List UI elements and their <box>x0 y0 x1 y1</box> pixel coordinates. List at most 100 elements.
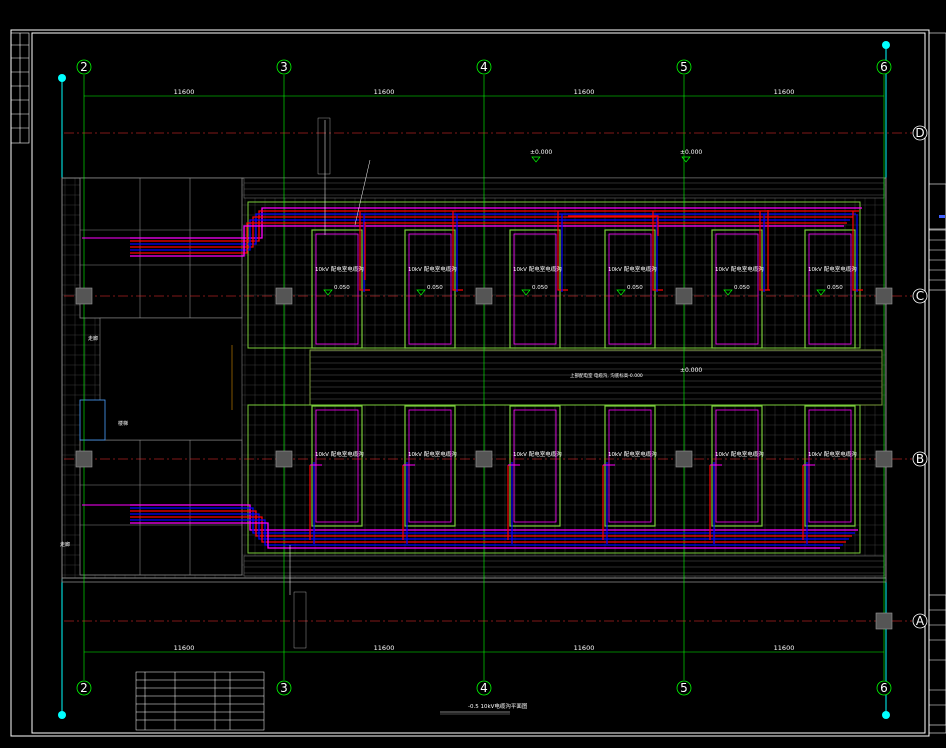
cable-upper-run <box>130 216 853 248</box>
trench-upper <box>408 233 452 345</box>
room-level-label: 0.050 <box>827 285 843 291</box>
sheet-inner-frame <box>31 32 926 734</box>
column-bubble-label: 5 <box>680 681 688 695</box>
level-triangle <box>816 289 826 296</box>
room-label-upper: 10kV 配电室电缆沟 <box>715 265 764 273</box>
structural-column <box>475 450 493 468</box>
room-lower <box>604 405 656 527</box>
cable-upper-run <box>130 219 850 251</box>
structural-column <box>875 450 893 468</box>
structural-column <box>875 612 893 630</box>
level-triangle <box>416 289 426 296</box>
left-binding-strip <box>10 32 30 144</box>
cable-drop-upper <box>852 211 863 291</box>
room-level-label: 0.050 <box>532 285 548 291</box>
column-bubble <box>476 680 492 696</box>
bay-dimension-top: 11600 <box>174 88 195 96</box>
room-label-upper: 10kV 配电室电缆沟 <box>808 265 857 273</box>
row-bubble-label: C <box>916 289 924 303</box>
row-bubble-label: B <box>916 452 924 466</box>
column-bubble <box>276 680 292 696</box>
room-level-label: 0.050 <box>427 285 443 291</box>
column-bubble-label: 3 <box>280 60 288 74</box>
row-bubble <box>912 451 928 467</box>
bay-dimension-top: 11600 <box>574 88 595 96</box>
left-label-1: 走廊 <box>88 335 98 342</box>
level-triangle <box>616 289 626 296</box>
level-triangle <box>323 289 333 296</box>
bay-dimension-bottom: 11600 <box>174 644 195 652</box>
trench-lower <box>513 409 557 523</box>
column-bubble-label: 2 <box>80 60 88 74</box>
elevation-mark-3: ±0.000 <box>680 367 702 374</box>
column-bubble <box>76 59 92 75</box>
column-bubble <box>76 680 92 696</box>
structural-column <box>275 287 293 305</box>
structural-column <box>75 287 93 305</box>
room-lower <box>711 405 763 527</box>
room-level-label: 0.050 <box>334 285 350 291</box>
right-title-block <box>928 32 946 734</box>
trench-zone-upper <box>247 201 861 349</box>
trench-lower <box>608 409 652 523</box>
cable-drop-upper <box>557 211 568 291</box>
stair-label: 楼梯 <box>118 420 128 427</box>
level-triangle <box>723 289 733 296</box>
cable-lower-run <box>130 513 849 540</box>
column-bubble-label: 5 <box>680 60 688 74</box>
cable-lower-run <box>130 516 846 543</box>
bay-dimension-bottom: 11600 <box>774 644 795 652</box>
trench-upper <box>808 233 852 345</box>
row-bubble <box>912 288 928 304</box>
room-label-lower: 10kV 配电室电缆沟 <box>513 450 562 458</box>
leader-notes <box>231 117 371 649</box>
room-outlines <box>247 201 861 554</box>
trench-lower <box>715 409 759 523</box>
room-lower <box>404 405 456 527</box>
column-bubble-label: 4 <box>480 681 488 695</box>
room-label-lower: 10kV 配电室电缆沟 <box>608 450 657 458</box>
column-bubble <box>476 59 492 75</box>
bay-dimension-top: 11600 <box>374 88 395 96</box>
cable-upper-run <box>130 225 844 257</box>
trench-upper <box>315 233 359 345</box>
room-lower <box>804 405 856 527</box>
elevation-mark-1: ±0.000 <box>530 149 552 156</box>
column-bubble-label: 6 <box>880 60 888 74</box>
row-bubble-label: D <box>915 126 924 140</box>
cable-drop-upper <box>359 211 370 291</box>
cable-routes <box>82 207 863 549</box>
room-label-lower: 10kV 配电室电缆沟 <box>408 450 457 458</box>
bay-dimension-bottom: 11600 <box>574 644 595 652</box>
room-lower <box>311 405 363 527</box>
cable-drop-upper <box>759 211 770 291</box>
cable-lower-run <box>130 522 840 549</box>
structural-column <box>475 287 493 305</box>
room-labels: 10kV 配电室电缆沟 0.050 10kV 配电室电缆沟 10kV 配电室电缆沟 0.… <box>315 265 857 458</box>
structural-column <box>875 287 893 305</box>
elevation-marks: ±0.000 ±0.000 ±0.000 <box>530 149 702 374</box>
column-markers <box>75 287 893 630</box>
legend-table <box>135 671 265 731</box>
level-triangle <box>521 289 531 296</box>
trench-lower <box>315 409 359 523</box>
trench-upper <box>513 233 557 345</box>
column-bubble-label: 3 <box>280 681 288 695</box>
room-lower <box>509 405 561 527</box>
cable-drop-upper <box>652 211 663 291</box>
room-level-label: 0.050 <box>734 285 750 291</box>
row-bubble-label: A <box>916 614 925 628</box>
structural-column <box>75 450 93 468</box>
drawing-title: -0.5 10kV电缆沟平面图 <box>468 702 528 710</box>
room-label-upper: 10kV 配电室电缆沟 <box>608 265 657 273</box>
cable-drop-upper <box>452 211 463 291</box>
room-label-upper: 10kV 配电室电缆沟 <box>315 265 364 273</box>
room-label-lower: 10kV 配电室电缆沟 <box>808 450 857 458</box>
bay-dimension-bottom: 11600 <box>374 644 395 652</box>
column-bubble <box>876 680 892 696</box>
corridor-note: 上部配电室 电缆沟, 沟底标高-0.000 <box>570 372 643 379</box>
column-bubble <box>276 59 292 75</box>
